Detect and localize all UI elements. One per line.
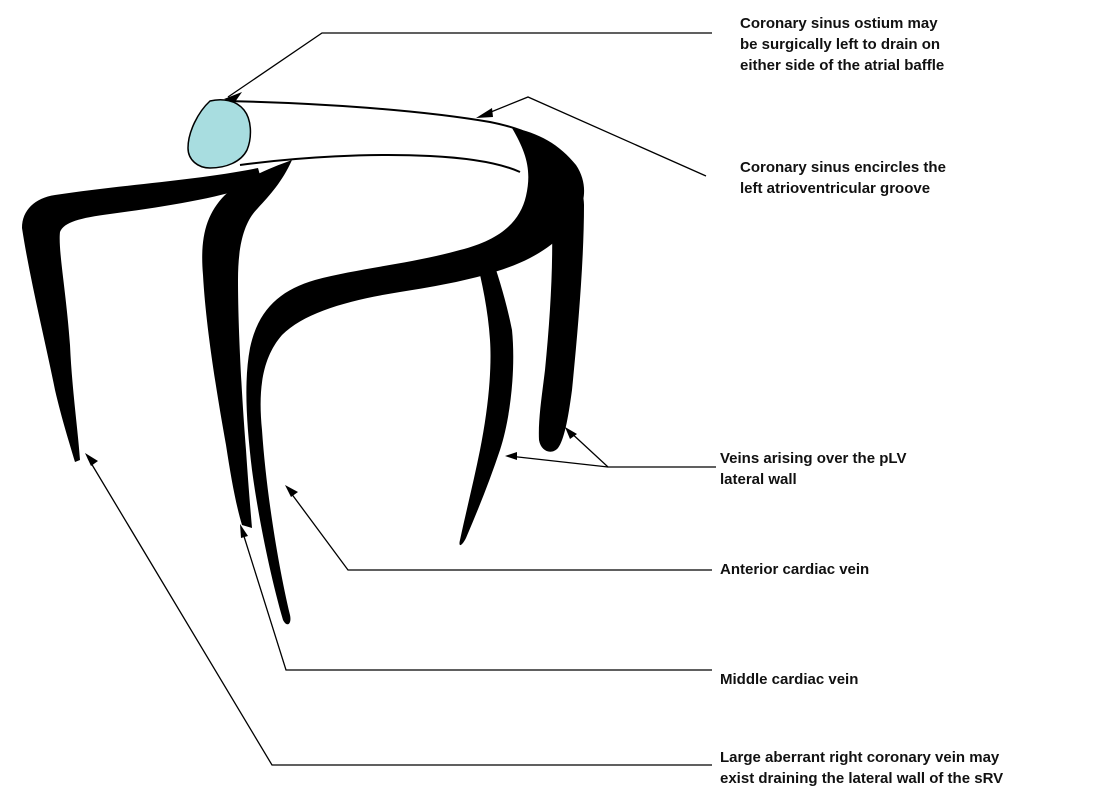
label-line: Coronary sinus encircles the: [740, 157, 946, 178]
label-line: Veins arising over the pLV: [720, 448, 906, 469]
label-line: lateral wall: [720, 469, 906, 490]
label-aberrant-right-coronary-vein: Large aberrant right coronary vein may e…: [720, 747, 1003, 789]
label-line: Large aberrant right coronary vein may: [720, 747, 1003, 768]
arrowhead-veins-inner: [505, 452, 517, 460]
plv-lateral-wall-inner-vein: [459, 252, 513, 545]
leader-anterior: [288, 489, 712, 570]
coronary-sinus-ostium: [188, 100, 250, 168]
leader-sinus: [481, 97, 706, 176]
label-line: Middle cardiac vein: [720, 669, 858, 690]
leader-middle: [242, 530, 712, 670]
label-line: left atrioventricular groove: [740, 178, 946, 199]
label-line: be surgically left to drain on: [740, 34, 944, 55]
leader-aberrant: [88, 458, 712, 765]
label-line: either side of the atrial baffle: [740, 55, 944, 76]
coronary-sinus-upper-contour: [226, 101, 540, 140]
label-coronary-sinus-ostium: Coronary sinus ostium may be surgically …: [740, 13, 944, 76]
leader-ostium: [228, 33, 712, 97]
arrowhead-anterior: [285, 485, 298, 497]
label-middle-cardiac-vein: Middle cardiac vein: [720, 669, 858, 690]
leader-veins-inner: [509, 456, 608, 467]
label-line: exist draining the lateral wall of the s…: [720, 768, 1003, 789]
label-anterior-cardiac-vein: Anterior cardiac vein: [720, 559, 869, 580]
label-line: Coronary sinus ostium may: [740, 13, 944, 34]
arrowhead-sinus: [476, 108, 493, 118]
label-line: Anterior cardiac vein: [720, 559, 869, 580]
label-coronary-sinus-groove: Coronary sinus encircles the left atriov…: [740, 157, 946, 199]
label-plv-lateral-wall-veins: Veins arising over the pLV lateral wall: [720, 448, 906, 490]
leader-veins-outer: [568, 430, 716, 467]
middle-cardiac-vein: [202, 160, 292, 528]
arrowhead-aberrant: [85, 453, 98, 466]
coronary-sinus-and-anterior-cardiac-vein: [246, 128, 584, 624]
